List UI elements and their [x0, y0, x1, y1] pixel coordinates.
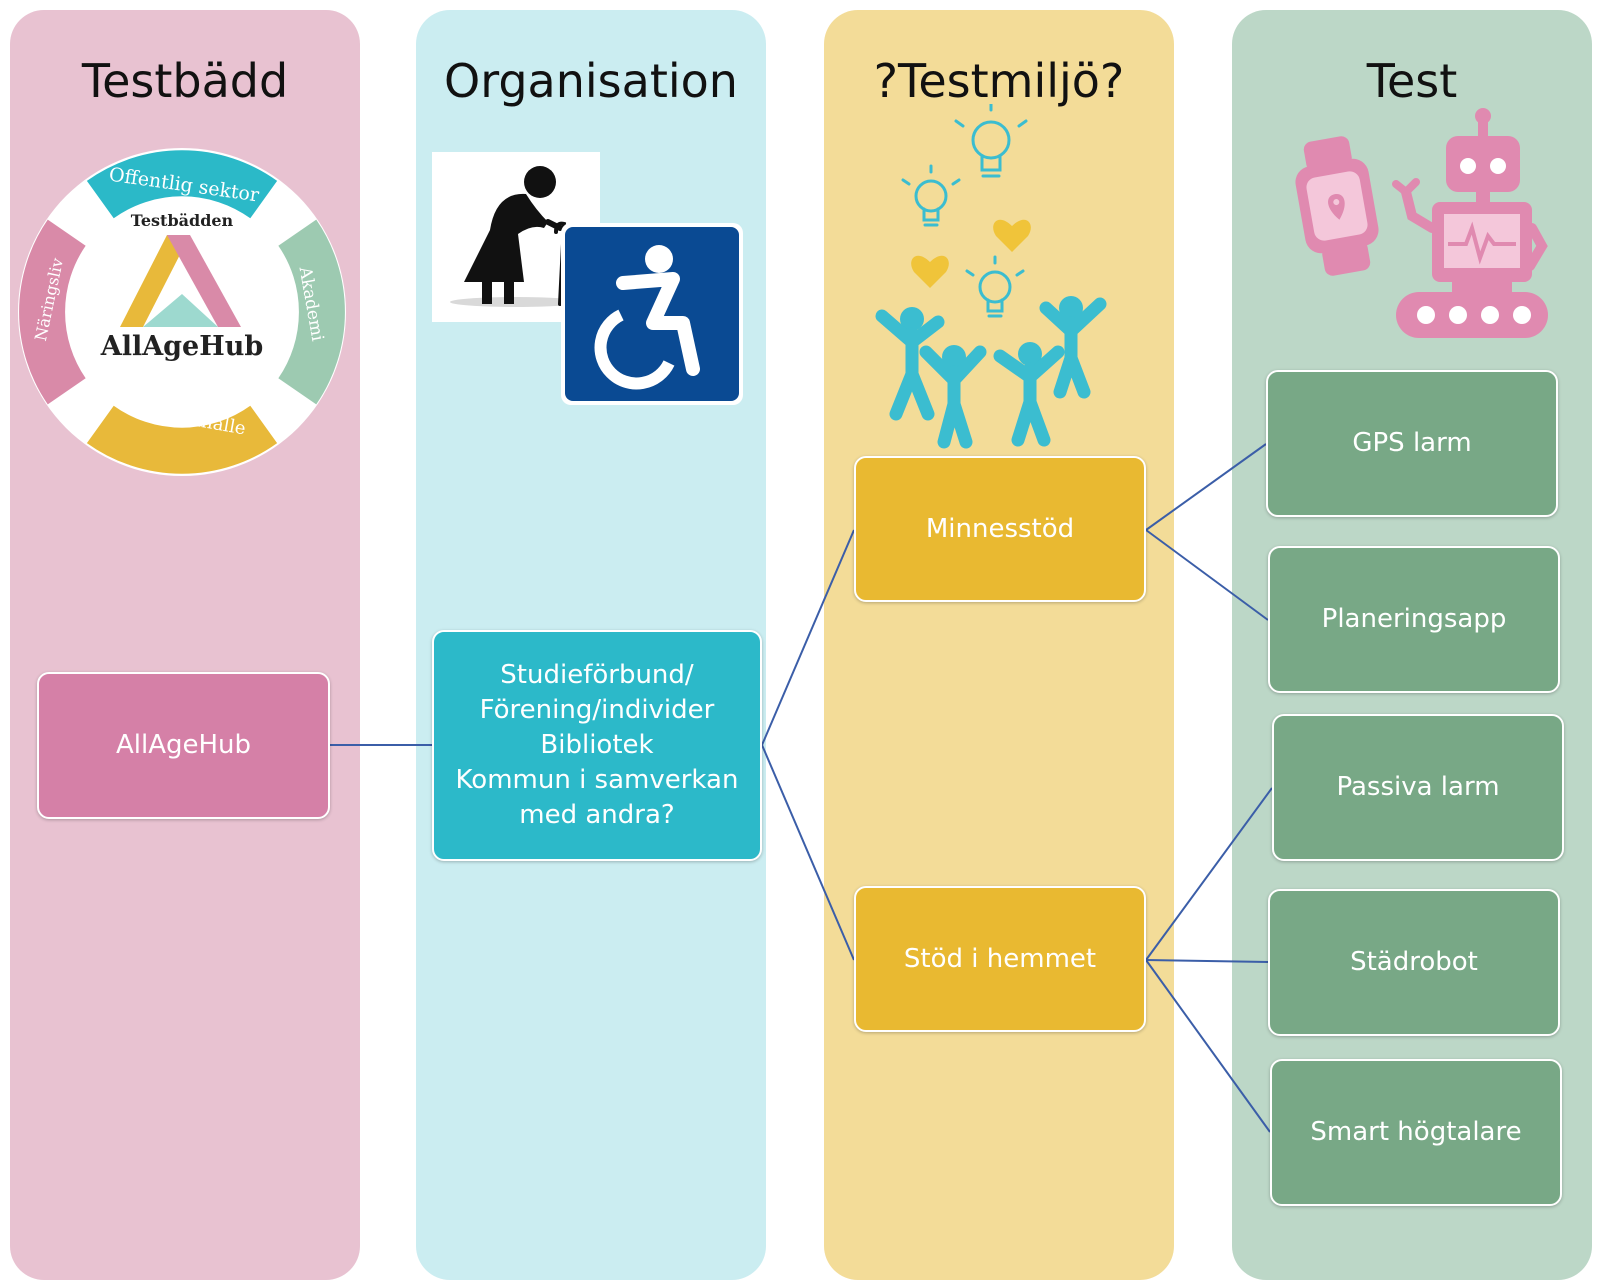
- allagehub-logo: [18, 148, 346, 476]
- node-minnesstod[interactable]: Minnesstöd: [854, 456, 1146, 602]
- heart-icon: [911, 255, 949, 288]
- people-icon: [875, 296, 1107, 449]
- node-gps-larm[interactable]: GPS larm: [1266, 370, 1558, 517]
- column-title: Testbädd: [81, 54, 289, 108]
- logo-name: AllAgeHub: [100, 331, 264, 362]
- lightbulb-icon: [965, 255, 1025, 318]
- node-smart-hogtalare[interactable]: Smart högtalare: [1270, 1059, 1562, 1206]
- node-stadrobot[interactable]: Städrobot: [1268, 889, 1560, 1036]
- column-title: ?Testmiljö?: [873, 54, 1125, 108]
- robot-icon: [1392, 108, 1548, 338]
- heart-icon: [993, 219, 1031, 252]
- node-organisation[interactable]: Studieförbund/ Förening/individer Biblio…: [432, 630, 762, 861]
- lightbulb-icon: [901, 164, 961, 227]
- node-allagehub[interactable]: AllAgeHub: [37, 672, 330, 819]
- smartwatch-icon: [1295, 136, 1379, 276]
- column-title: Organisation: [444, 54, 738, 108]
- column-title: Test: [1366, 54, 1458, 108]
- logo-inner-title: Testbädden: [130, 211, 234, 230]
- node-stod-i-hemmet[interactable]: Stöd i hemmet: [854, 886, 1146, 1032]
- wheelchair-icon: [561, 223, 743, 405]
- node-passiva-larm[interactable]: Passiva larm: [1272, 714, 1564, 861]
- node-planeringsapp[interactable]: Planeringsapp: [1268, 546, 1560, 693]
- lightbulb-icon: [954, 104, 1028, 178]
- ideas-illustration: [875, 104, 1107, 449]
